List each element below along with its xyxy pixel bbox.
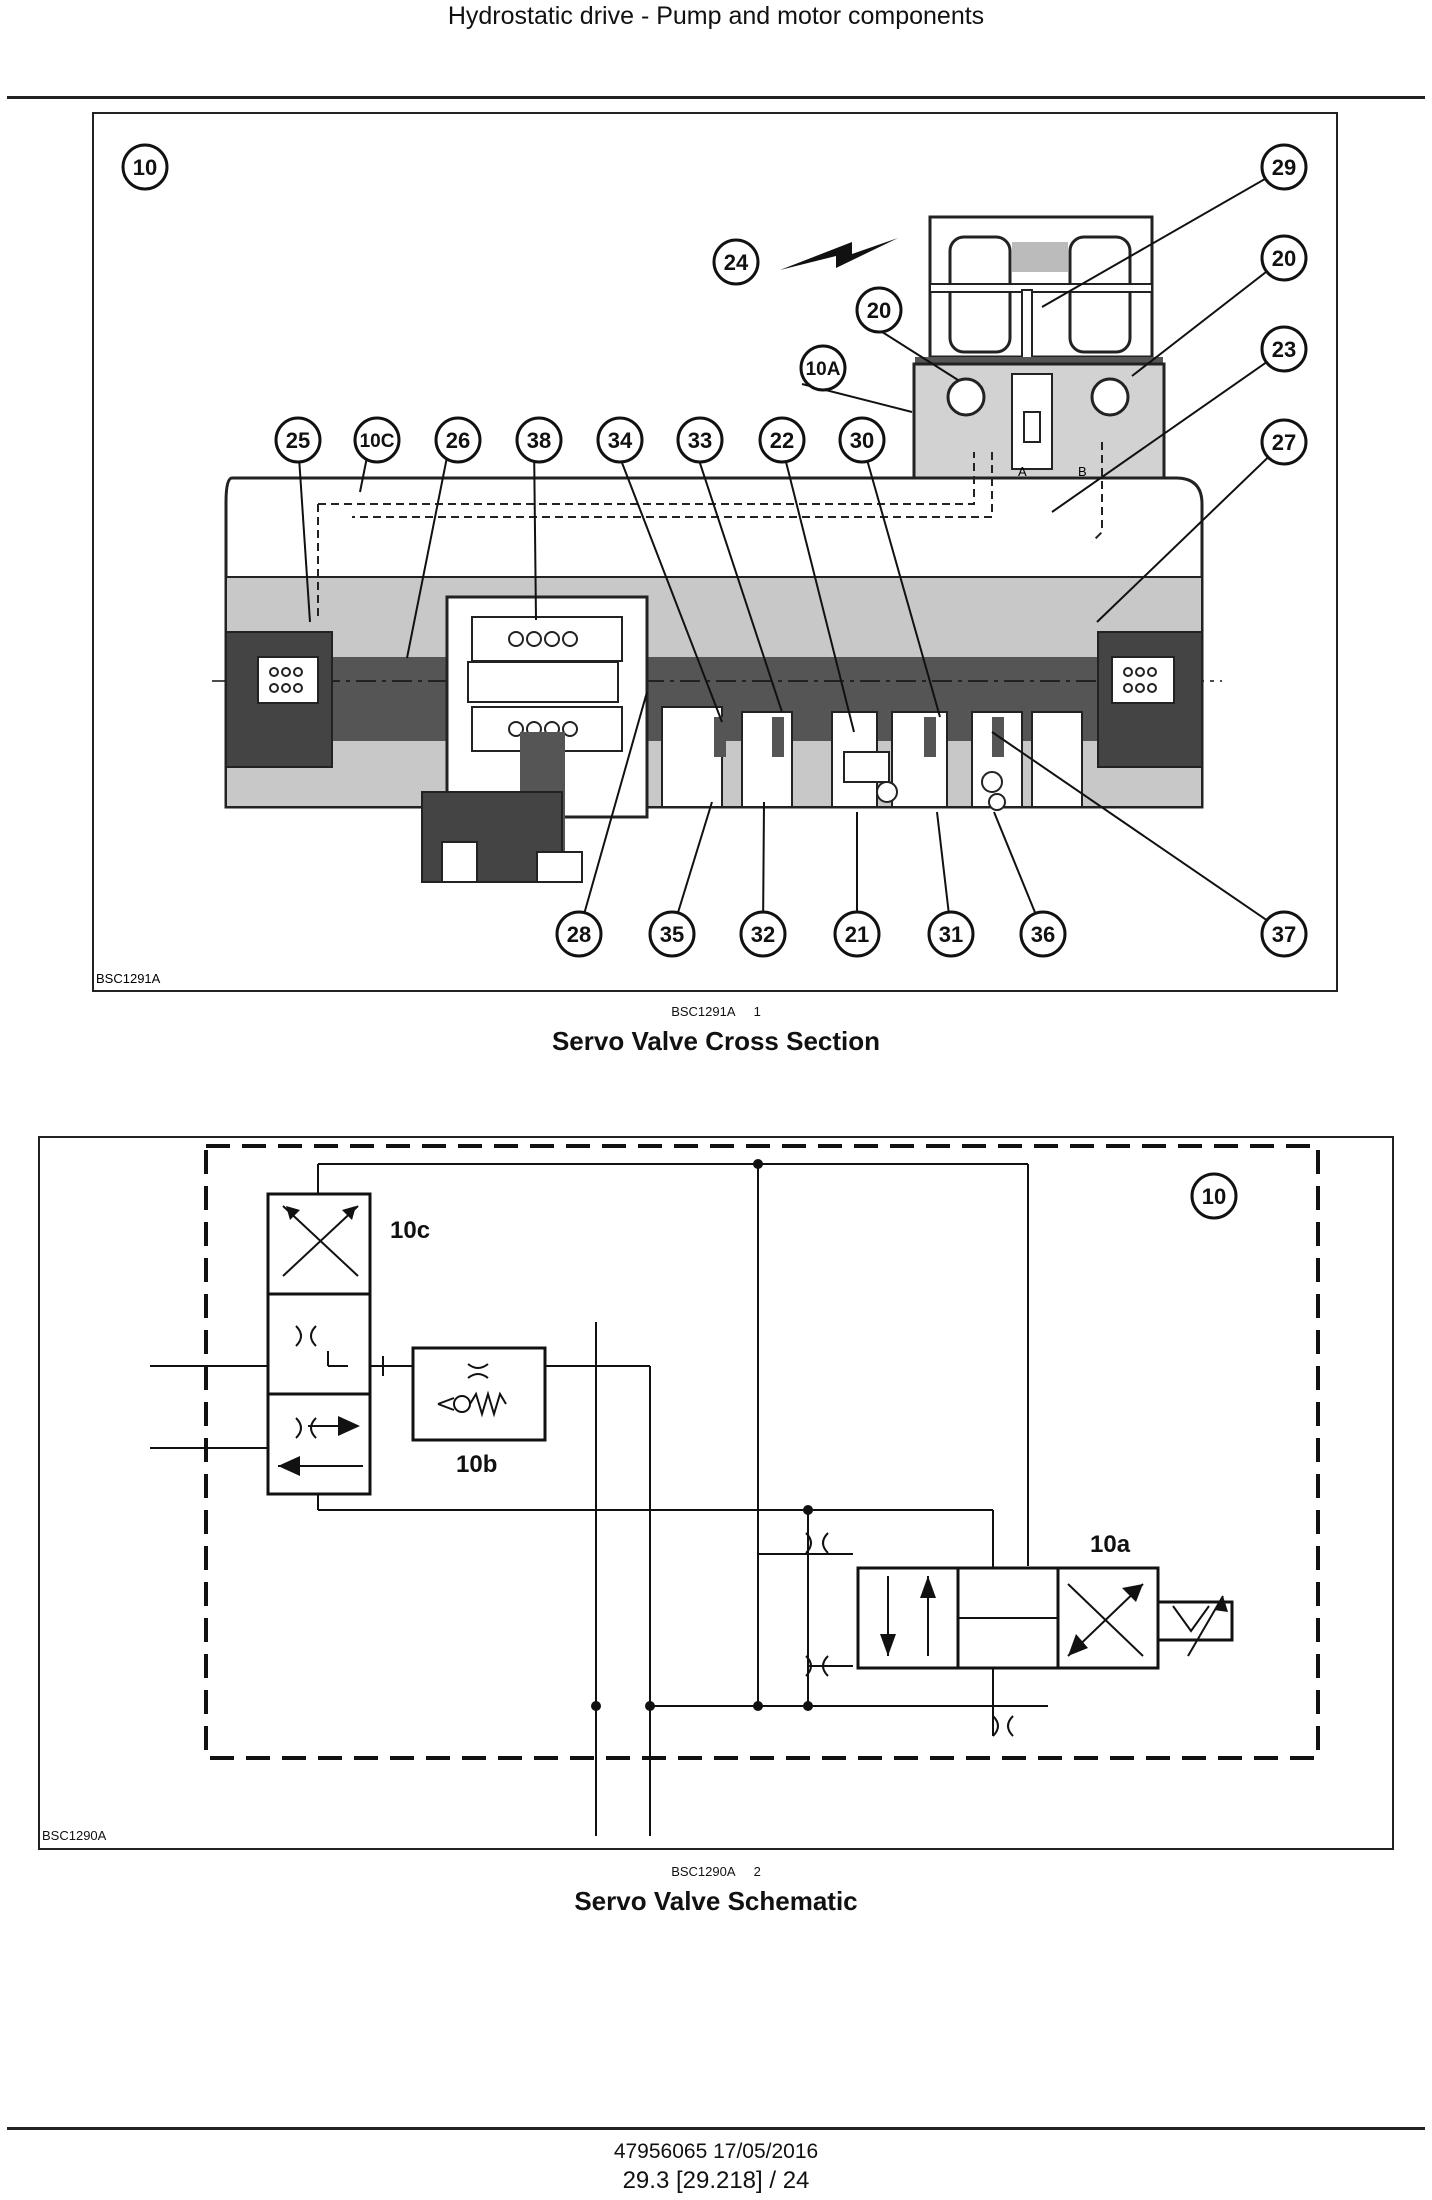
port-b-label: B bbox=[1078, 464, 1087, 479]
footer-document-code: 47956065 17/05/2016 bbox=[613, 2140, 819, 2163]
callout-30: 30 bbox=[850, 428, 874, 453]
callout-25: 25 bbox=[286, 428, 310, 453]
callout-33: 33 bbox=[688, 428, 712, 453]
callout-32: 32 bbox=[751, 922, 775, 947]
callout-27: 27 bbox=[1272, 430, 1296, 455]
page-header: Hydrostatic drive - Pump and motor compo… bbox=[447, 2, 985, 30]
callout-34: 34 bbox=[608, 428, 633, 453]
footer-divider bbox=[7, 2127, 1425, 2130]
figure-cross-section: A B bbox=[92, 112, 1338, 992]
callout-21: 21 bbox=[845, 922, 869, 947]
schematic-label-10b: 10b bbox=[456, 1451, 497, 1478]
figure1-image-code: BSC1291A bbox=[96, 971, 161, 986]
callout-10: 10 bbox=[133, 155, 157, 180]
callout-24: 24 bbox=[724, 250, 749, 275]
callout-35: 35 bbox=[660, 922, 684, 947]
schematic-label-10a: 10a bbox=[1090, 1531, 1131, 1558]
callout-23: 23 bbox=[1272, 337, 1296, 362]
callout-28: 28 bbox=[567, 922, 591, 947]
callout-20-right: 20 bbox=[1272, 246, 1296, 271]
figure2-caption-title: Servo Valve Schematic bbox=[574, 1886, 858, 1916]
callout-31: 31 bbox=[939, 922, 963, 947]
callout-20-left: 20 bbox=[867, 298, 891, 323]
figure1-caption-code: BSC1291A 1 bbox=[671, 1004, 761, 1019]
callout-38: 38 bbox=[527, 428, 551, 453]
callout-10C: 10C bbox=[360, 431, 395, 452]
callout-37: 37 bbox=[1272, 922, 1296, 947]
callout-22: 22 bbox=[770, 428, 794, 453]
figure2-caption-code: BSC1290A 2 bbox=[671, 1864, 761, 1879]
callout-29: 29 bbox=[1272, 155, 1296, 180]
footer-page-number: 29.3 [29.218] / 24 bbox=[622, 2167, 810, 2194]
schematic-label-10: 10 bbox=[1202, 1184, 1226, 1209]
schematic-label-10c: 10c bbox=[390, 1217, 430, 1244]
figure1-caption-title: Servo Valve Cross Section bbox=[551, 1026, 881, 1056]
port-a-label: A bbox=[1018, 464, 1027, 479]
figure2-image-code: BSC1290A bbox=[42, 1828, 107, 1843]
figure-schematic: 10 10c 10b 10a BSC1290A bbox=[38, 1136, 1394, 1852]
callout-36: 36 bbox=[1031, 922, 1055, 947]
callout-10A: 10A bbox=[806, 359, 841, 380]
header-divider bbox=[7, 96, 1425, 99]
callout-26: 26 bbox=[446, 428, 470, 453]
